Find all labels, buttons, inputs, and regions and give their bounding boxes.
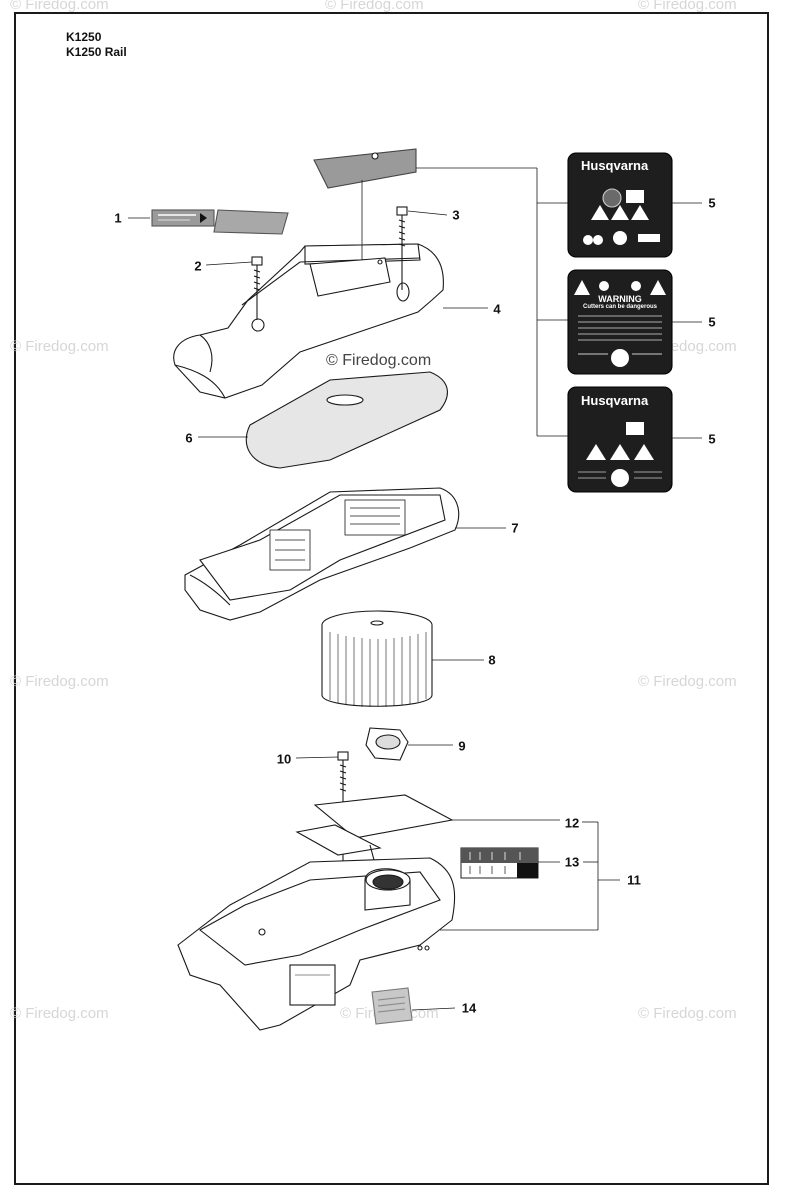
callout-3: 3 — [452, 207, 460, 223]
decal-brand: Husqvarna — [581, 158, 649, 173]
watermark: © Firedog.com — [10, 673, 109, 690]
decal-brand: Husqvarna — [581, 393, 649, 408]
part-3-screw — [396, 206, 408, 290]
callout-1: 1 — [114, 210, 122, 226]
model-name: K1250 — [66, 30, 102, 44]
part-2-screw — [251, 256, 263, 320]
callout-14: 14 — [461, 1000, 477, 1016]
watermark: © Firedog.com — [10, 0, 109, 13]
watermark-center: © Firedog.com — [326, 352, 432, 369]
watermark: © Firedog.com — [325, 0, 424, 13]
callout-5: 5 — [708, 314, 716, 330]
part-1-sticker — [151, 209, 289, 235]
part-4-top-cover — [173, 243, 444, 399]
decal-5-bottom — [567, 386, 673, 493]
callout-11: 11 — [627, 872, 641, 888]
watermark: © Firedog.com — [10, 338, 109, 355]
watermark: © Firedog.com — [10, 1005, 109, 1022]
diagram-frame — [14, 12, 769, 1185]
callout-9: 9 — [458, 738, 466, 754]
callout-10: 10 — [276, 751, 292, 767]
callout-5: 5 — [708, 431, 716, 447]
part-7-filter-housing — [184, 487, 460, 621]
decal-5-middle — [567, 269, 673, 375]
decal-5-top — [567, 152, 673, 258]
callout-8: 8 — [488, 652, 496, 668]
part-6-gasket — [245, 371, 448, 469]
callout-6: 6 — [185, 430, 193, 446]
part-11-base-housing — [177, 857, 456, 1031]
part-13-label — [460, 847, 539, 879]
leader-lines — [128, 167, 702, 1011]
decal-warning-title: WARNING — [598, 294, 642, 304]
watermark: © Firedog.com — [638, 673, 737, 690]
decal-warning-subtitle: Cutters can be dangerous — [582, 304, 657, 310]
model-variant: K1250 Rail — [66, 45, 127, 59]
callout-13: 13 — [564, 854, 580, 870]
watermark: © Firedog.com — [638, 0, 737, 13]
callout-5: 5 — [708, 195, 716, 211]
cover-top-plate — [313, 148, 417, 189]
part-9-grommet — [365, 727, 409, 761]
callout-7: 7 — [511, 520, 519, 536]
callout-12: 12 — [564, 815, 580, 831]
watermark: © Firedog.com — [638, 1005, 737, 1022]
part-8-air-filter — [321, 610, 433, 707]
part-14-label — [371, 987, 413, 1025]
callout-2: 2 — [194, 258, 202, 274]
callout-4: 4 — [493, 301, 501, 317]
part-12-gasket-plates — [295, 794, 454, 861]
